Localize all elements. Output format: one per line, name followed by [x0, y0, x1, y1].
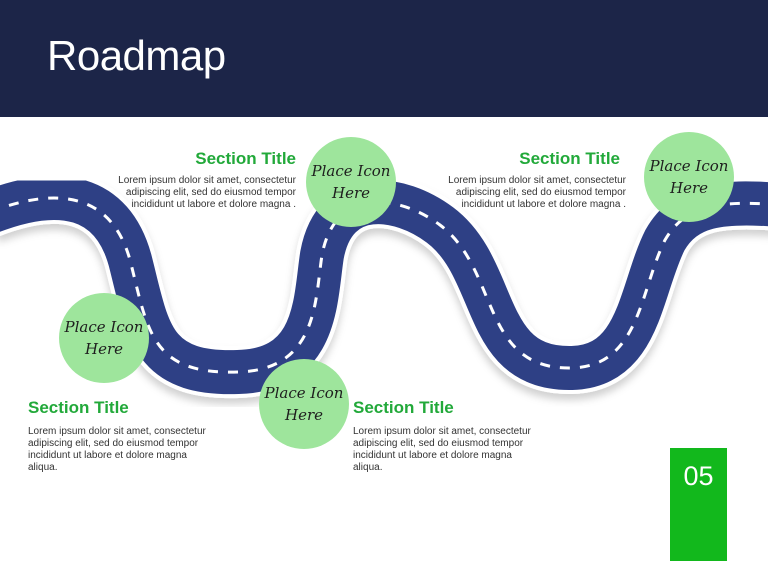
section-2: Section Title Lorem ipsum dolor sit amet…	[434, 149, 626, 211]
icon-placeholder-text: Place Icon	[311, 162, 391, 180]
section-title: Section Title	[195, 149, 296, 168]
road-center-line	[0, 196, 768, 374]
icon-placeholder-text: Place Icon	[64, 318, 144, 336]
page-number-tab: 05	[670, 448, 727, 561]
section-body: Lorem ipsum dolor sit amet, consectetur …	[448, 175, 626, 210]
section-title: Section Title	[28, 398, 129, 417]
icon-placeholder-text: Here	[669, 179, 708, 197]
icon-placeholder-text: Place Icon	[264, 384, 344, 402]
section-1: Section Title Lorem ipsum dolor sit amet…	[100, 149, 296, 211]
icon-placeholder-text: Here	[331, 184, 370, 202]
icon-placeholder-text: Here	[284, 406, 323, 424]
section-title: Section Title	[519, 149, 620, 168]
icon-placeholder-text: Here	[84, 340, 123, 358]
header-bar: Roadmap	[0, 0, 768, 117]
section-4: Section Title Lorem ipsum dolor sit amet…	[353, 398, 543, 474]
page-title: Roadmap	[47, 32, 226, 79]
page-number: 05	[683, 461, 714, 491]
section-body: Lorem ipsum dolor sit amet, consectetur …	[28, 426, 206, 473]
section-body: Lorem ipsum dolor sit amet, consectetur …	[118, 175, 296, 210]
section-3: Section Title Lorem ipsum dolor sit amet…	[28, 398, 218, 474]
section-body: Lorem ipsum dolor sit amet, consectetur …	[353, 426, 531, 473]
section-title: Section Title	[353, 398, 454, 417]
icon-placeholder-text: Place Icon	[649, 157, 729, 175]
